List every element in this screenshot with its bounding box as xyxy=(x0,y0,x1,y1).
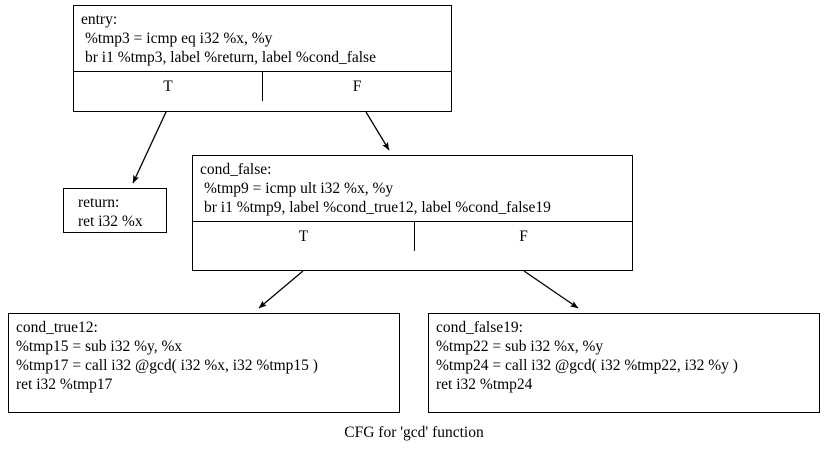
node-cond-false-label: cond_false: xyxy=(200,161,272,178)
node-entry-port-true[interactable]: T xyxy=(163,77,173,95)
node-cond-true12-statement-1: %tmp17 = call i32 @gcd( i32 %x, i32 %tmp… xyxy=(16,357,318,374)
node-cond-true12-body: cond_true12: %tmp15 = sub i32 %y, %x %tm… xyxy=(9,314,399,398)
node-entry[interactable]: entry: %tmp3 = icmp eq i32 %x, %y br i1 … xyxy=(73,5,452,112)
node-cond-false-port-false[interactable]: F xyxy=(414,222,632,251)
node-cond-true12[interactable]: cond_true12: %tmp15 = sub i32 %y, %x %tm… xyxy=(8,313,400,413)
node-entry-port-row: T F xyxy=(74,71,451,101)
node-cond-false19-label: cond_false19: xyxy=(436,319,523,336)
node-entry-label: entry: xyxy=(81,11,118,28)
node-cond-false19-statement-0: %tmp22 = sub i32 %x, %y xyxy=(436,338,604,355)
node-cond-false19[interactable]: cond_false19: %tmp22 = sub i32 %x, %y %t… xyxy=(428,313,820,413)
node-cond-false[interactable]: cond_false: %tmp9 = icmp ult i32 %x, %y … xyxy=(192,155,633,271)
node-cond-false-port-row: T F xyxy=(193,221,632,251)
node-cond-true12-label: cond_true12: xyxy=(16,319,98,336)
node-return-body: return: ret i32 %x xyxy=(64,189,166,235)
node-cond-true12-statement-2: ret i32 %tmp17 xyxy=(16,376,113,393)
node-cond-false19-statement-2: ret i32 %tmp24 xyxy=(436,376,533,393)
node-cond-false19-body: cond_false19: %tmp22 = sub i32 %x, %y %t… xyxy=(429,314,819,398)
edge-cond-false-false-to-cond-false19 xyxy=(523,270,579,309)
node-cond-false-port-true[interactable]: T xyxy=(298,227,309,245)
node-entry-statement-1: br i1 %tmp3, label %return, label %cond_… xyxy=(85,49,376,66)
node-return-statement-0: ret i32 %x xyxy=(78,213,143,230)
node-cond-false-body: cond_false: %tmp9 = icmp ult i32 %x, %y … xyxy=(193,156,632,221)
node-cond-false19-statement-1: %tmp24 = call i32 @gcd( i32 %tmp22, i32 … xyxy=(436,357,738,374)
edge-entry-true-to-return xyxy=(132,111,167,184)
node-entry-body: entry: %tmp3 = icmp eq i32 %x, %y br i1 … xyxy=(74,6,451,71)
node-return[interactable]: return: ret i32 %x xyxy=(63,188,167,233)
node-entry-port-false[interactable]: F xyxy=(262,72,451,101)
edge-cond-false-true-to-cond-true12 xyxy=(258,270,304,309)
node-cond-false-statement-1: br i1 %tmp9, label %cond_true12, label %… xyxy=(204,199,551,216)
node-cond-true12-statement-0: %tmp15 = sub i32 %y, %x xyxy=(16,338,183,355)
graph-caption: CFG for 'gcd' function xyxy=(344,424,484,441)
edge-entry-false-to-cond-false xyxy=(365,111,390,151)
node-return-label: return: xyxy=(78,194,120,211)
node-cond-false-statement-0: %tmp9 = icmp ult i32 %x, %y xyxy=(204,180,394,197)
node-entry-statement-0: %tmp3 = icmp eq i32 %x, %y xyxy=(85,30,273,47)
